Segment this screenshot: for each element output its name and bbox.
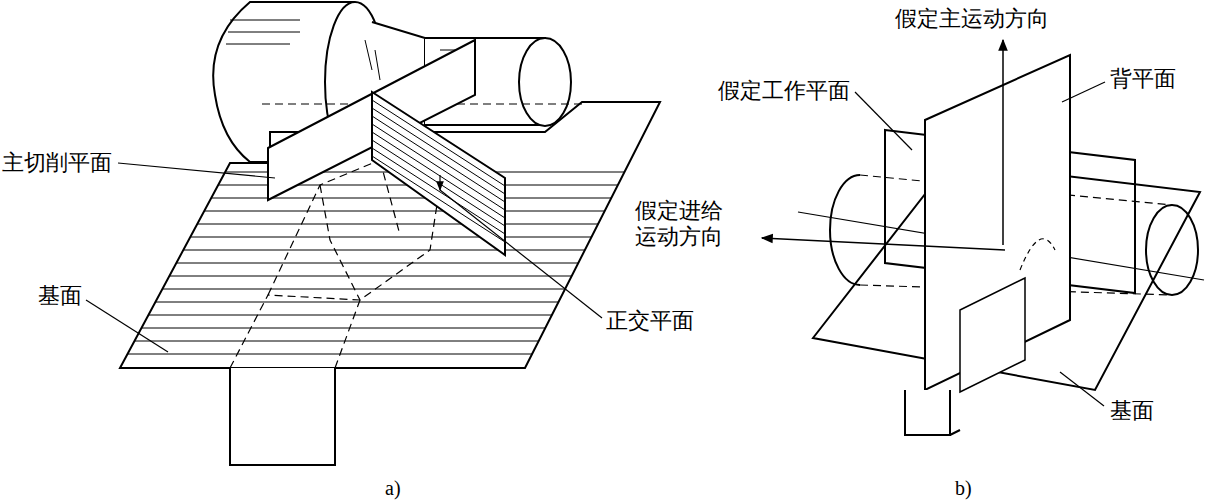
plane-label: 主切削平面	[2, 150, 112, 176]
plane-label: 基面	[1110, 398, 1154, 424]
plane-label: 背平面	[1110, 66, 1176, 92]
plane-label: 假定工作平面	[718, 78, 850, 104]
direction-label: 假定主运动方向	[895, 6, 1049, 32]
figure-label: a)	[385, 476, 401, 500]
figure-label: b)	[955, 476, 972, 500]
plane-label: 基面	[38, 283, 82, 309]
direction-label: 假定进给 运动方向	[635, 198, 735, 251]
plane-label: 正交平面	[606, 308, 694, 334]
